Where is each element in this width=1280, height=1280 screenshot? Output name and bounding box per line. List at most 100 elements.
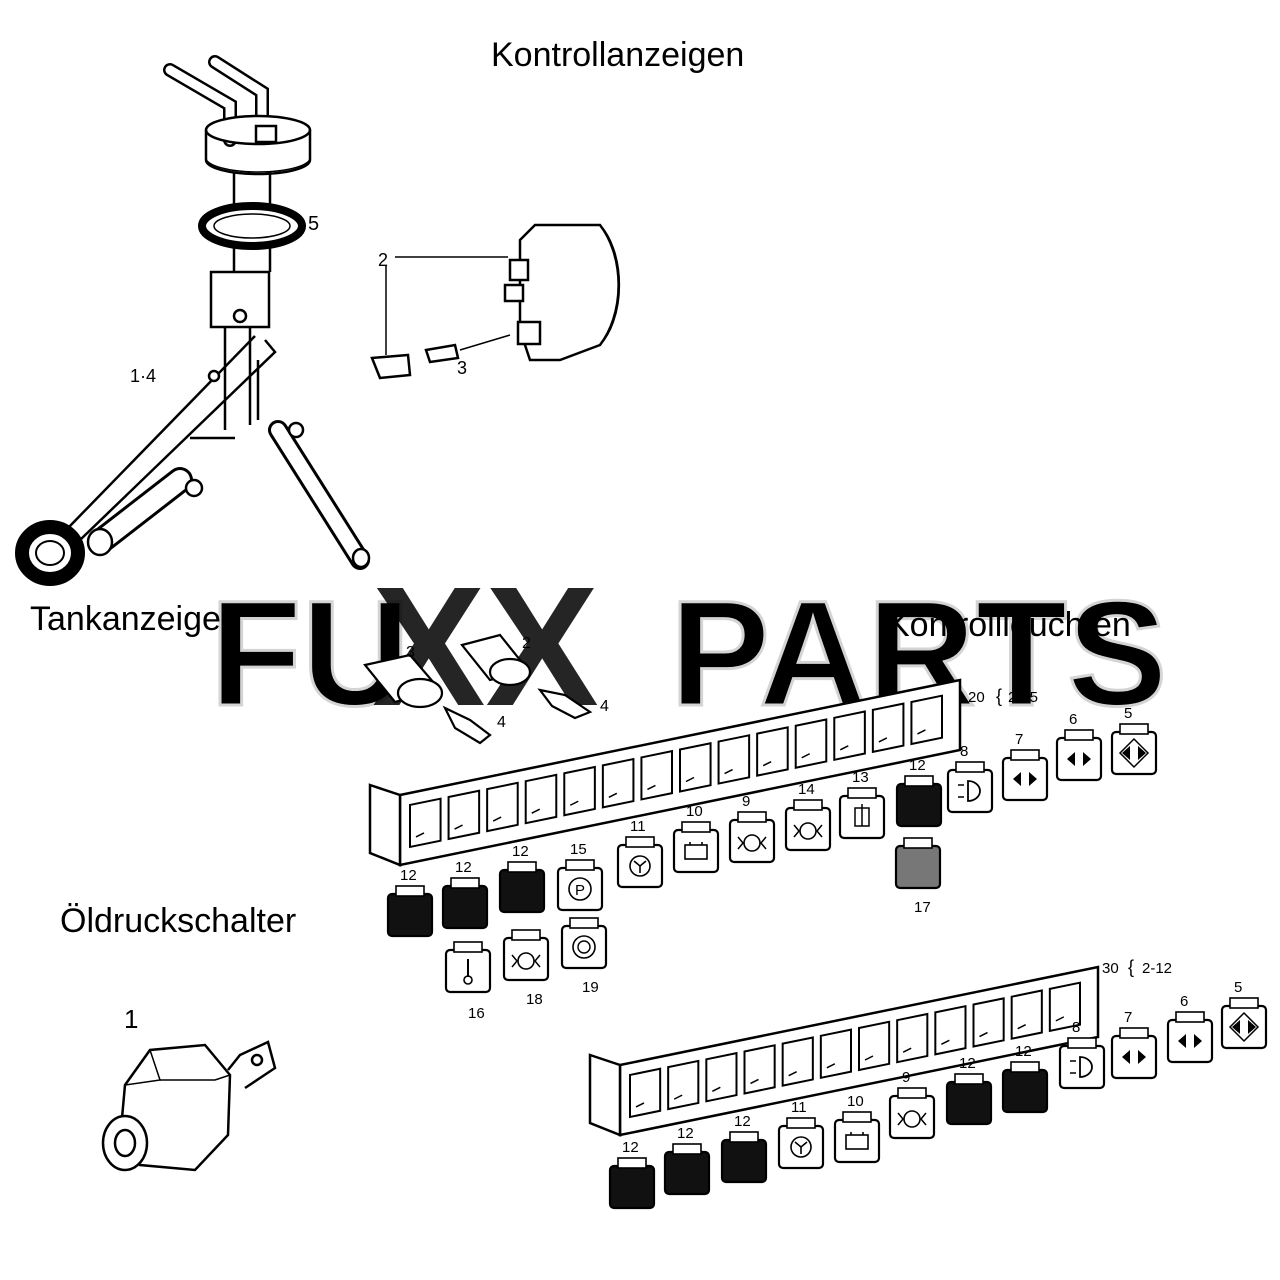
oil-pressure-marks-icon [511, 954, 541, 968]
lamp-upper-sub-2 [502, 929, 550, 982]
watermark-text-left: FU [210, 569, 410, 737]
panel20-window-mark [839, 745, 849, 751]
lamp-lower-2-tab [1119, 1027, 1149, 1039]
lamp-upper-11-label: 12 [512, 843, 529, 860]
panel20-window [601, 757, 635, 809]
oil-pressure-marks-icon [793, 824, 823, 838]
lamp-upper-8-label: 10 [686, 803, 703, 820]
callout-panel30-range: 2-12 [1142, 960, 1172, 977]
lamp-upper-7-tab [737, 811, 767, 823]
panel30-window-mark [1055, 1016, 1065, 1022]
lamp-upper-4: 12 [895, 757, 943, 828]
panel20-window-mark [878, 737, 888, 743]
lamp-lower-2-label: 7 [1124, 1009, 1132, 1026]
panel20-window-mark [685, 776, 695, 783]
lamp-upper-4-tab [904, 775, 934, 787]
lamp-upper-5-label: 13 [852, 769, 869, 786]
lamp-lower-6-tab [897, 1087, 927, 1099]
panel20-window [486, 781, 519, 833]
lamp-lower-4: 12 [1001, 1043, 1049, 1114]
lamp-upper-7-body [728, 818, 776, 864]
panel30-window [934, 1004, 967, 1056]
turn-signal-icon [1013, 772, 1037, 786]
lamp-upper-4-body [895, 782, 943, 828]
lamp-upper-10: P15 [556, 841, 604, 912]
headlight-icon [1079, 1056, 1093, 1078]
lamp-upper-2-label: 7 [1015, 731, 1023, 748]
panel20-window [910, 694, 943, 746]
panel20-window [524, 773, 558, 825]
callout-tank-seal: 5 [308, 213, 319, 235]
callout-tank-float: 1·4 [130, 366, 156, 386]
panel30-window-mark [940, 1039, 950, 1046]
oil-pressure-icon [799, 822, 817, 840]
lamp-lower-5: 12 [945, 1055, 993, 1126]
diagram-title: Kontrollanzeigen [491, 36, 745, 74]
lamp-lower-4-tab [1010, 1061, 1040, 1073]
panel30-window [819, 1028, 852, 1080]
turn-signal-icon [1122, 1050, 1146, 1064]
panel20-window-mark [647, 784, 656, 791]
lamp-lower-3-label: 8 [1072, 1019, 1080, 1036]
lamp-lower-6: 9 [888, 1069, 936, 1140]
lamp-lower-0-tab [1229, 997, 1259, 1009]
lamp-lower-3-body [1058, 1044, 1106, 1090]
tank-sender [15, 55, 371, 586]
lamp-upper-0-tab [1119, 723, 1149, 735]
parking-brake-icon [568, 877, 592, 901]
lamp-upper-8-tab [681, 821, 711, 833]
bulb-sockets [363, 633, 593, 745]
lamp-upper-13-tab [395, 885, 425, 897]
panel20-window-mark [569, 800, 579, 806]
lamp-upper-sub-2-tab [511, 929, 541, 941]
lamp-lower-7-tab [842, 1111, 872, 1123]
callout-panel20-range: 2-15 [1008, 689, 1038, 706]
lamp-lower-1-body [1166, 1018, 1214, 1064]
panel20-window [871, 702, 905, 754]
panel20-window-mark [454, 824, 463, 830]
callout-gauge-bulbholder: 2 [378, 250, 388, 270]
oil-pressure-marks-icon [897, 1112, 927, 1126]
lamp-upper-12-label: 12 [455, 859, 472, 876]
lamp-upper-5-tab [847, 787, 877, 799]
lamp-lower-11-label: 12 [622, 1139, 639, 1156]
lamp-upper-3-tab [955, 761, 985, 773]
panel20-window [447, 789, 481, 841]
lamp-upper-sub-0 [894, 837, 942, 890]
indicator-panel-30 [588, 965, 1100, 1137]
lamp-upper-12-tab [450, 877, 480, 889]
brake-warning-inner-icon [577, 940, 591, 954]
lamp-upper-6: 14 [784, 781, 832, 852]
panel30-window-mark [673, 1094, 683, 1100]
lamp-upper-sub-3-tab [569, 917, 599, 929]
coolant-temp-bulb-icon [463, 975, 473, 985]
indicator-panel-20 [368, 678, 962, 867]
panel20-window [563, 765, 596, 817]
lamp-upper-sub-1 [444, 941, 492, 994]
panel20-window-mark [608, 792, 618, 799]
lamp-upper-sub-2-number: 18 [526, 991, 543, 1008]
panel30-window [1048, 981, 1081, 1033]
lamp-upper-7-label: 9 [742, 793, 750, 810]
lamp-lower-1-label: 6 [1180, 993, 1188, 1010]
lamp-lower-1-tab [1175, 1011, 1205, 1023]
lamp-lower-9: 12 [720, 1113, 768, 1184]
lamp-upper-9: 11 [616, 818, 664, 889]
lamp-lower-3: 8 [1058, 1019, 1106, 1090]
panel30-window [858, 1020, 891, 1072]
lamp-upper-12-body [441, 884, 489, 930]
panel30-window-mark [635, 1102, 645, 1108]
lamp-lower-11: 12 [608, 1139, 656, 1210]
lamp-lower-4-label: 12 [1015, 1043, 1032, 1060]
callout-bulb-b: 4 [600, 698, 609, 715]
callout-socket-a: 3 [406, 644, 415, 661]
panel30-window [781, 1036, 814, 1087]
lamp-lower-2: 7 [1110, 1009, 1158, 1080]
lamp-upper-13-body [386, 892, 434, 938]
lamp-upper-8-body [672, 828, 720, 874]
lamp-upper-12: 12 [441, 859, 489, 930]
lamp-lower-6-label: 9 [902, 1069, 910, 1086]
panel30-window-mark [979, 1031, 988, 1038]
lamp-lower-8: 11 [777, 1099, 825, 1170]
